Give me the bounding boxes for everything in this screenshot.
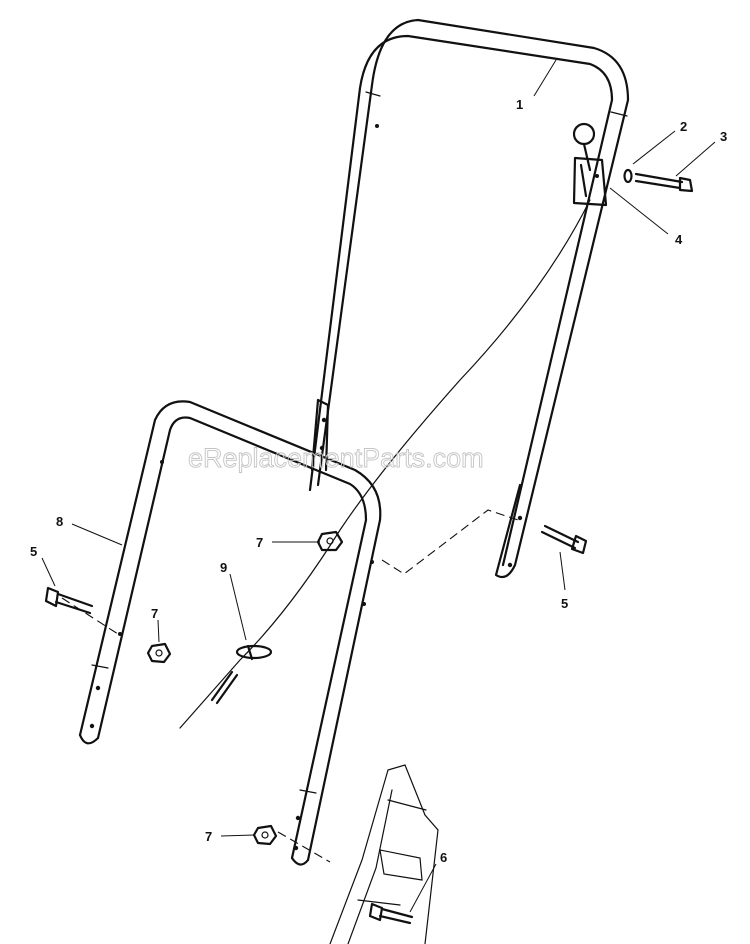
nut-hardware bbox=[252, 824, 278, 846]
nut-hardware bbox=[146, 642, 172, 664]
callout-label: 1 bbox=[516, 97, 523, 112]
callout-label: 8 bbox=[56, 514, 63, 529]
mower-frame bbox=[329, 764, 439, 944]
bolt-hardware bbox=[540, 524, 588, 555]
watermark: eReplacementParts.com bbox=[188, 443, 484, 473]
alignment-line bbox=[277, 831, 331, 863]
bolt-hardware bbox=[368, 902, 414, 925]
callout-label: 6 bbox=[440, 850, 447, 865]
callout-label: 5 bbox=[561, 596, 568, 611]
callout-label: 4 bbox=[675, 232, 683, 247]
callout-label: 5 bbox=[30, 544, 37, 559]
bolt-hardware bbox=[623, 168, 694, 193]
bolt-hardware bbox=[44, 586, 94, 615]
alignment-line bbox=[381, 509, 519, 575]
callout-label: 9 bbox=[220, 560, 227, 575]
callout-label: 7 bbox=[205, 829, 212, 844]
control-lever bbox=[179, 122, 608, 729]
callout-label: 7 bbox=[256, 535, 263, 550]
callout-label: 3 bbox=[720, 129, 727, 144]
nut-hardware bbox=[316, 530, 344, 552]
cable-clip bbox=[210, 644, 273, 705]
callout-label: 7 bbox=[151, 606, 158, 621]
upper-handle bbox=[308, 18, 630, 579]
lower-handle bbox=[78, 400, 382, 866]
callout-label: 2 bbox=[680, 119, 687, 134]
alignment-line bbox=[61, 597, 119, 635]
